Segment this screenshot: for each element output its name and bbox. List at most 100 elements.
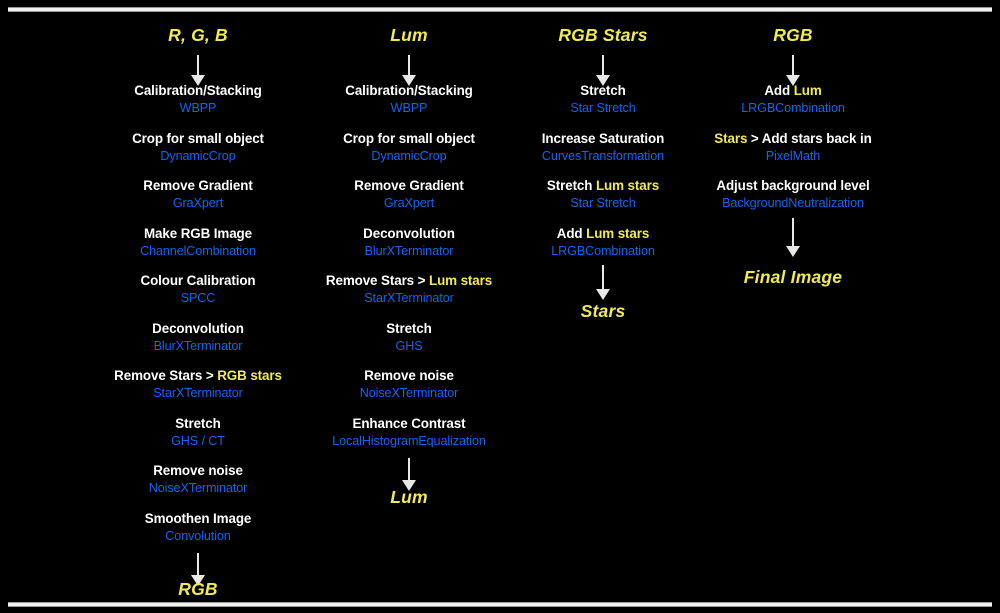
- column-rgb-channels-header: R, G, B: [168, 25, 228, 45]
- arrow-shaft: [408, 458, 410, 480]
- step-label-text: Calibration/Stacking: [134, 83, 262, 98]
- arrow-head-icon: [596, 75, 610, 86]
- step-tool-name: LocalHistogramEqualization: [332, 434, 486, 449]
- step-label-text: Crop for small object: [132, 131, 264, 146]
- arrow-luminance-header: [402, 55, 416, 86]
- step-label: Increase Saturation: [542, 131, 664, 146]
- arrow-head-icon: [402, 75, 416, 86]
- step-label-text: Adjust background level: [716, 178, 870, 193]
- column-final-combination-footer: Final Image: [743, 267, 843, 287]
- step-label: Remove noise: [360, 368, 459, 383]
- step-tool-name: GHS / CT: [171, 434, 225, 449]
- arrow-head-icon: [191, 575, 205, 586]
- step-label-highlight: Lum stars: [595, 178, 660, 193]
- step-label: Deconvolution: [152, 321, 244, 336]
- step-label-text: Enhance Contrast: [352, 416, 466, 431]
- arrow-shaft: [408, 55, 410, 75]
- step-label: Stretch: [386, 321, 432, 336]
- step-tool-name: GraXpert: [383, 196, 435, 211]
- step-label: Add Lum stars: [551, 226, 655, 241]
- arrow-rgb-channels-header: [191, 55, 205, 86]
- arrow-final-combination-footer: [786, 218, 800, 257]
- arrow-head-icon: [596, 289, 610, 300]
- step-label-text: Remove Gradient: [143, 178, 253, 193]
- step-label-highlight: Lum stars: [428, 273, 493, 288]
- step-label: Deconvolution: [363, 226, 455, 241]
- step-tool-name: StarXTerminator: [364, 291, 454, 306]
- arrow-rgb-channels-footer: [191, 553, 205, 586]
- step-label: Remove Stars > RGB stars: [114, 368, 282, 383]
- step-tool-name: BlurXTerminator: [364, 244, 454, 259]
- arrow-final-combination-header: [786, 55, 800, 86]
- step-label-text: Remove noise: [364, 368, 454, 383]
- arrow-shaft: [197, 55, 199, 75]
- arrow-shaft: [197, 553, 199, 575]
- step-label: Enhance Contrast: [332, 416, 486, 431]
- step-tool-name: Star Stretch: [570, 196, 636, 211]
- step-tool-name: DynamicCrop: [160, 149, 236, 164]
- step-label-text: Remove Gradient: [354, 178, 464, 193]
- arrow-shaft: [602, 55, 604, 75]
- step-label: Remove noise: [149, 463, 248, 478]
- step-label-highlight: Lum stars: [586, 226, 650, 241]
- step-label-text: Stretch: [175, 416, 221, 431]
- column-rgb-channels-footer: RGB: [178, 579, 218, 599]
- arrow-head-icon: [786, 246, 800, 257]
- step-label: Remove Gradient: [143, 178, 253, 193]
- step-tool-name: PixelMath: [765, 149, 821, 164]
- arrow-shaft: [792, 55, 794, 75]
- step-label-text: Add: [764, 83, 794, 98]
- step-tool-name: NoiseXTerminator: [359, 386, 459, 401]
- step-label-text: Colour Calibration: [140, 273, 256, 288]
- step-label: Calibration/Stacking: [134, 83, 262, 98]
- column-luminance-header: Lum: [390, 25, 428, 45]
- step-tool-name: Convolution: [165, 529, 231, 544]
- step-label-text: > Add stars back in: [747, 131, 872, 146]
- arrow-shaft: [602, 265, 604, 289]
- step-node[interactable]: Stars > Add stars back in PixelMath: [714, 131, 872, 164]
- step-label: Stretch Lum stars: [546, 178, 660, 193]
- step-tool-name: BackgroundNeutralization: [722, 196, 864, 211]
- step-label-text: Stretch: [386, 321, 432, 336]
- frame-top-line: [8, 7, 992, 12]
- step-label-text: Stretch: [546, 178, 596, 193]
- column-rgb-stars-footer: Stars: [580, 301, 626, 321]
- step-label: Smoothen Image: [145, 511, 252, 526]
- step-label: Remove Stars > Lum stars: [325, 273, 493, 288]
- column-final-combination-header: RGB: [773, 25, 813, 45]
- step-label-highlight: Stars: [714, 131, 748, 146]
- arrow-head-icon: [191, 75, 205, 86]
- step-label-text: Crop for small object: [343, 131, 475, 146]
- step-label-text: Stretch: [580, 83, 626, 98]
- step-label-text: Remove Stars >: [325, 273, 429, 288]
- step-label: Remove Gradient: [354, 178, 464, 193]
- step-label: Stretch: [171, 416, 225, 431]
- step-label: Adjust background level: [716, 178, 870, 193]
- step-label-text: Make RGB Image: [143, 226, 252, 241]
- column-luminance-footer: Lum: [390, 487, 428, 507]
